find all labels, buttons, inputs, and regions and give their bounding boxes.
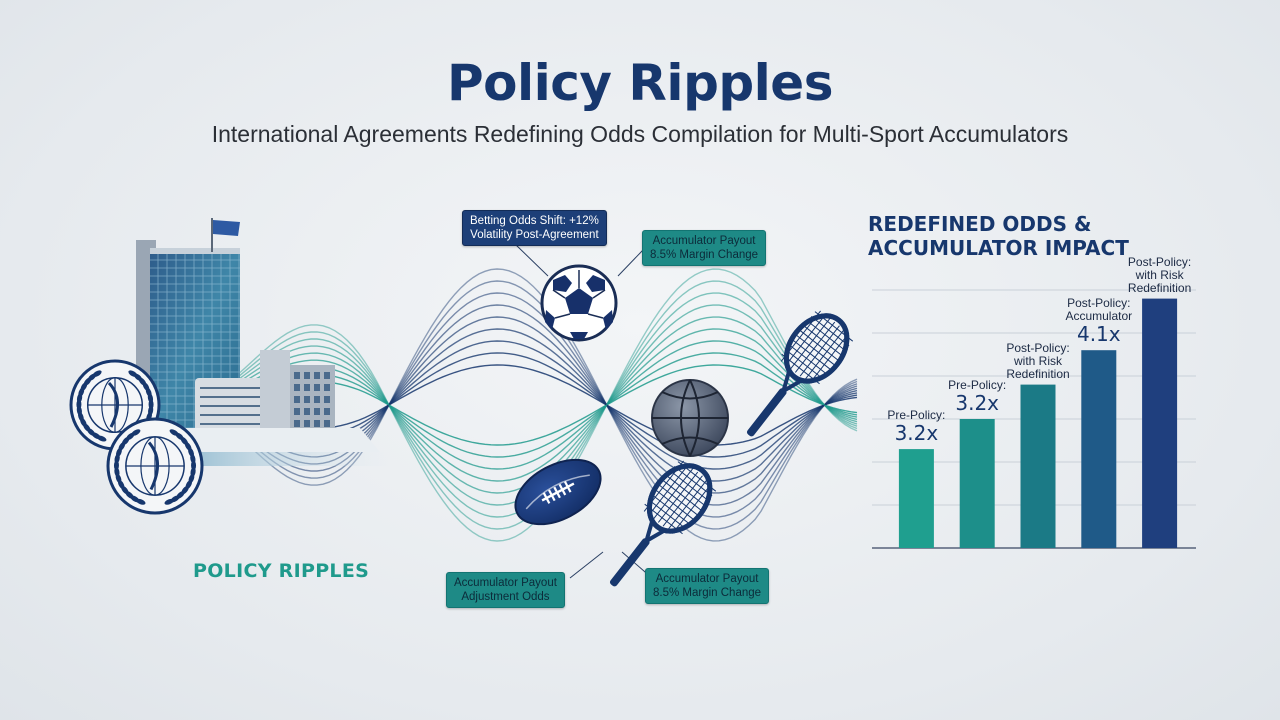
odds-bar-chart <box>872 289 1196 549</box>
callout-line: Volatility Post-Agreement <box>470 229 599 241</box>
un-emblem-icon <box>106 417 204 515</box>
bar-label: Pre-Policy:3.2x <box>927 379 1027 415</box>
ripple-line <box>184 268 858 542</box>
bar-category-label: Redefinition <box>1006 366 1070 381</box>
bar <box>1081 350 1117 548</box>
chart-title-line: REDEFINED ODDS & <box>868 212 1092 236</box>
callout-line: Accumulator Payout <box>655 573 759 585</box>
callout-line: 8.5% Margin Change <box>653 587 762 599</box>
callout-accumulator-payout-adjustment: Accumulator Payout Adjustment Odds <box>446 572 565 608</box>
bar-value-label: 4.1x <box>1076 322 1121 347</box>
bar-label: Pre-Policy:3.2x <box>866 409 966 445</box>
bar-category-label: Accumulator <box>1065 309 1133 324</box>
callout-line: Betting Odds Shift: +12% <box>470 215 599 227</box>
bar <box>1020 384 1056 548</box>
bar-category-label: Post-Policy: <box>1127 254 1192 269</box>
building-icon <box>136 218 395 466</box>
callout-line: Adjustment Odds <box>461 591 550 603</box>
policy-ripples-label: POLICY RIPPLES <box>193 560 370 582</box>
callout-accumulator-payout-top: Accumulator Payout 8.5% Margin Change <box>642 230 767 266</box>
callout-line: Accumulator Payout <box>652 235 756 247</box>
page-title: Policy Ripples <box>447 54 833 112</box>
callout-betting-odds-shift: Betting Odds Shift: +12% Volatility Post… <box>462 210 607 246</box>
chart-title-line: ACCUMULATOR IMPACT <box>868 236 1129 260</box>
callout-accumulator-payout-bottom: Accumulator Payout 8.5% Margin Change <box>645 568 770 604</box>
soccer-ball-icon <box>540 264 618 342</box>
callout-line: 8.5% Margin Change <box>650 249 759 261</box>
ripple-line <box>184 292 858 518</box>
bar <box>898 449 934 548</box>
american-football-icon <box>514 458 602 526</box>
bar-category-label: with Risk <box>1135 267 1184 282</box>
bar-category-label: Redefinition <box>1127 280 1192 295</box>
bar-category-label: Pre-Policy: <box>948 378 1007 392</box>
bar <box>1142 298 1178 548</box>
tennis-racket-icon <box>746 310 854 437</box>
basketball-icon <box>651 379 729 457</box>
ripple-line <box>184 280 858 530</box>
bar-category-label: Post-Policy: <box>1006 340 1070 355</box>
bar-category-label: with Risk <box>1013 353 1062 368</box>
callout-line: Accumulator Payout <box>454 577 557 589</box>
ripple-line <box>184 280 858 530</box>
ripple-line <box>184 328 858 482</box>
bar-value-label: 3.2x <box>955 391 1000 415</box>
page-subtitle: International Agreements Redefining Odds… <box>211 121 1069 147</box>
bar <box>959 419 995 548</box>
tennis-racket-icon <box>609 460 717 587</box>
bar-value-label: 3.2x <box>894 421 939 446</box>
bar-category-label: Pre-Policy: <box>887 408 946 423</box>
bar-category-label: Post-Policy: <box>1067 296 1131 311</box>
ripple-line <box>184 268 858 542</box>
chart-title: REDEFINED ODDS & ACCUMULATOR IMPACT <box>868 212 1129 260</box>
